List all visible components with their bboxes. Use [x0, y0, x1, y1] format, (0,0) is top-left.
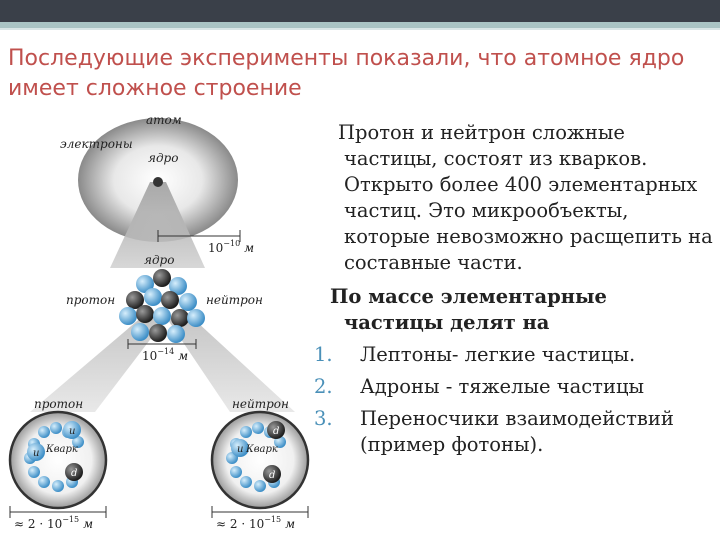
list-item: 3. Переносчики взаимодействий (пример фот…: [300, 406, 716, 458]
slide-title: Последующие эксперименты показали, что а…: [8, 46, 685, 101]
list-number: 3.: [314, 407, 333, 430]
list-number: 2.: [314, 375, 333, 398]
list-item: 1. Лептоны- легкие частицы.: [300, 342, 716, 368]
intro-paragraph: Протон и нейтрон сложные частицы, состоя…: [338, 121, 713, 274]
list-item-text: Адроны - тяжелые частицы: [360, 375, 644, 398]
zoom-beam-proton: [30, 310, 165, 412]
label-nucleus-mid: ядро: [144, 253, 174, 267]
slide-top-bar: [0, 0, 720, 22]
nucleus-cluster: [119, 269, 205, 343]
label-quark-d-right: d: [269, 470, 275, 481]
label-neutron-bottom: нейтрон: [232, 397, 289, 411]
label-proton-bottom: протон: [34, 397, 83, 411]
list-item: 2. Адроны - тяжелые частицы: [300, 374, 716, 400]
list-item-text: Лептоны- легкие частицы.: [360, 343, 636, 366]
label-neutron: нейтрон: [206, 293, 263, 307]
label-quark-right: Кварк: [245, 444, 278, 455]
label-quark-u-left: u: [33, 448, 39, 459]
slide-body-text: Протон и нейтрон сложные частицы, состоя…: [300, 120, 716, 464]
label-electrons: электроны: [60, 137, 133, 151]
zoom-beam-neutron: [168, 310, 295, 412]
proton-quark-diagram: [8, 410, 108, 510]
atom-nucleus-dot: [153, 177, 163, 187]
label-quark-u-top: u: [69, 426, 75, 437]
zoom-beam-atom: [110, 182, 205, 268]
classification-heading-line2: частицы делят на: [344, 311, 550, 334]
neutron-quark-diagram: [210, 410, 310, 510]
label-quark-d-top: d: [273, 426, 279, 437]
list-number: 1.: [314, 343, 333, 366]
label-quark-left: Кварк: [45, 444, 78, 455]
label-proton: протон: [66, 293, 115, 307]
label-atom: атом: [146, 113, 182, 127]
list-item-text: Переносчики взаимодействий (пример фотон…: [360, 407, 674, 456]
label-quark-d-left: d: [71, 468, 77, 479]
label-quark-u-right: u: [237, 444, 243, 455]
particle-classes-list: 1. Лептоны- легкие частицы. 2. Адроны - тя…: [300, 342, 716, 458]
slide-accent-bar: [0, 22, 720, 28]
label-nucleus-top: ядро: [148, 151, 178, 165]
classification-heading-line1: По массе элементарные: [330, 285, 607, 308]
slide-accent-line: [0, 28, 720, 30]
